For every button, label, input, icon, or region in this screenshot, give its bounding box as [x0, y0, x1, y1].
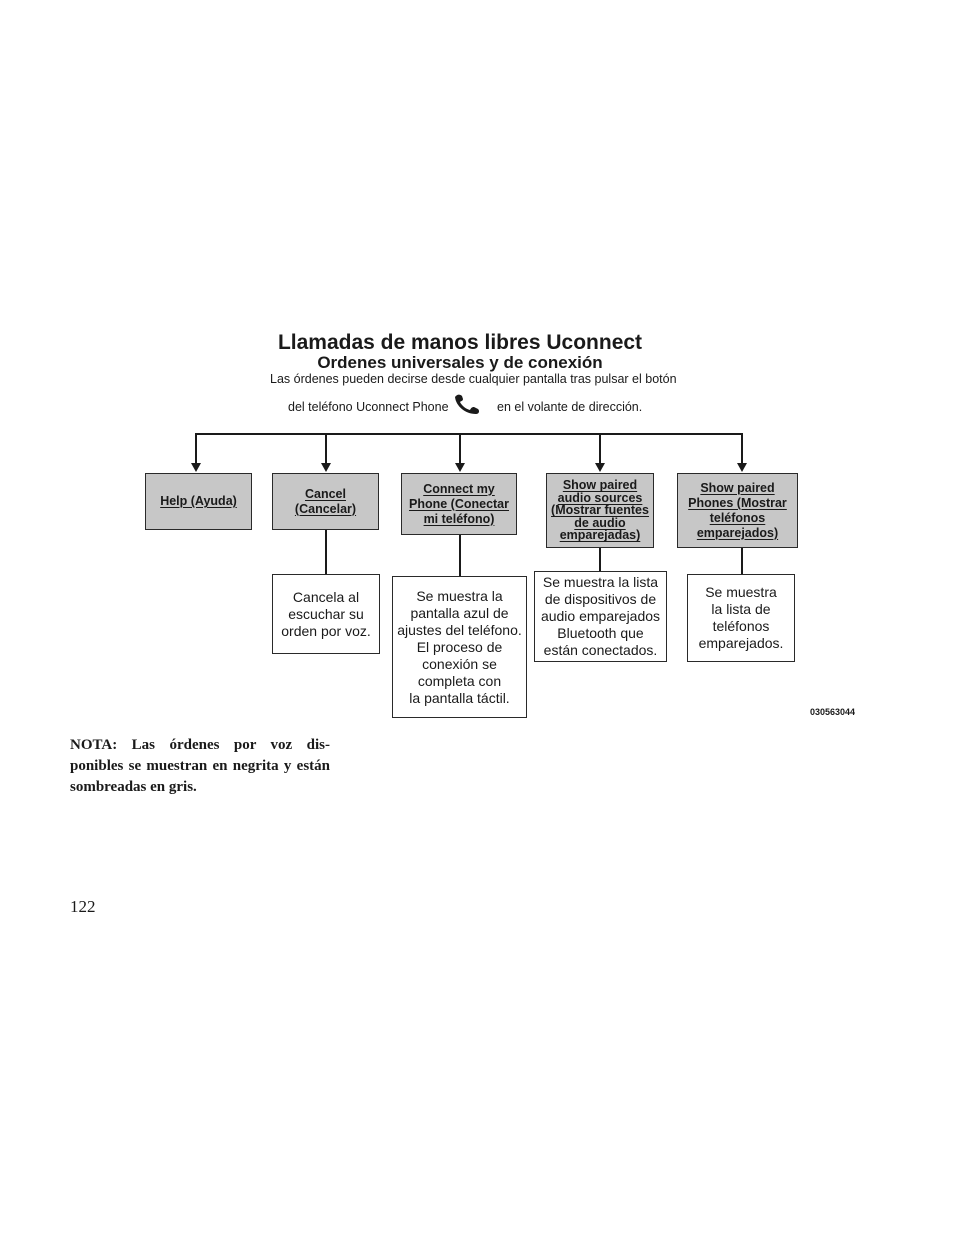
result-paired-phones: Se muestra la lista de teléfonos emparej…: [687, 574, 795, 662]
command-label: Connect my Phone (Conectar mi teléfono): [408, 481, 509, 526]
command-help: Help (Ayuda): [145, 473, 252, 530]
arrow-head: [321, 463, 331, 472]
instruction-line-1: Las órdenes pueden decirse desde cualqui…: [270, 372, 677, 386]
note-paragraph: NOTA: Las órdenes por voz dis- ponibles …: [70, 737, 330, 795]
arrow-head: [455, 463, 465, 472]
command-cancel: Cancel (Cancelar): [272, 473, 379, 530]
result-cancel: Cancela al escuchar su orden por voz.: [272, 574, 380, 654]
command-label: Show paired audio sources (Mostrar fuent…: [551, 478, 649, 543]
phone-handset-icon: [455, 394, 480, 414]
diagram-title: Llamadas de manos libres Uconnect: [277, 331, 643, 354]
instruction-line-2-before: del teléfono Uconnect Phone: [288, 400, 449, 414]
result-connector: [325, 530, 327, 574]
connector-bus: [195, 433, 743, 435]
command-connect-my-phone: Connect my Phone (Conectar mi teléfono): [401, 473, 517, 535]
diagram-subtitle: Ordenes universales y de conexión: [317, 353, 603, 372]
command-show-paired-audio: Show paired audio sources (Mostrar fuent…: [546, 473, 654, 548]
result-audio-sources: Se muestra la lista de dispositivos de a…: [534, 571, 667, 662]
connector-drop: [195, 433, 197, 463]
command-show-paired-phones: Show paired Phones (Mostrar teléfonos em…: [677, 473, 798, 548]
connector-drop: [325, 433, 327, 463]
result-connect: Se muestra la pantalla azul de ajustes d…: [392, 576, 527, 718]
instruction-line-2-after: en el volante de dirección.: [497, 400, 643, 414]
result-connector: [741, 548, 743, 574]
connector-drop: [599, 433, 601, 463]
command-label: Help (Ayuda): [160, 494, 237, 508]
result-connector: [459, 535, 461, 576]
arrow-head: [737, 463, 747, 472]
command-label: Show paired Phones (Mostrar teléfonos em…: [688, 480, 787, 540]
connector-drop: [741, 433, 743, 463]
arrow-head: [191, 463, 201, 472]
arrow-head: [595, 463, 605, 472]
page-number: 122: [70, 897, 96, 916]
figure-reference: 030563044: [810, 707, 856, 717]
command-label: Cancel (Cancelar): [294, 486, 357, 516]
result-connector: [599, 548, 601, 571]
connector-drop: [459, 433, 461, 463]
